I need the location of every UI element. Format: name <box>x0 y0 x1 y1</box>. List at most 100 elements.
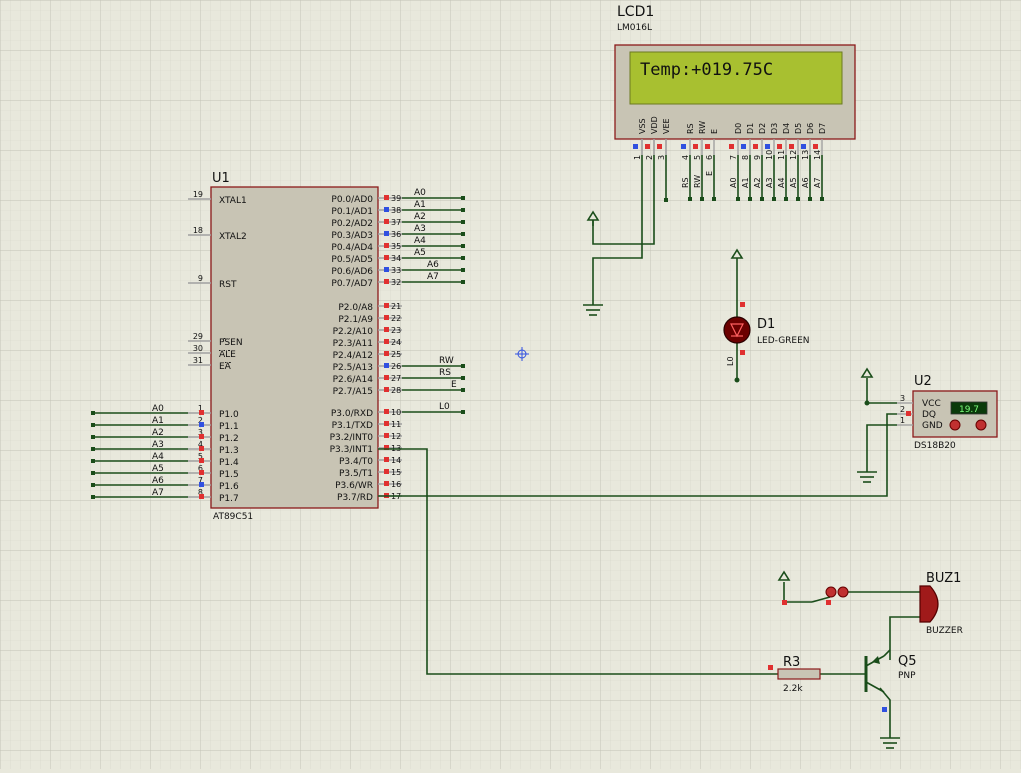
mcu-pin-number: 22 <box>391 314 401 323</box>
net-label: RW <box>693 175 702 188</box>
mcu-pin-number: 9 <box>198 274 203 283</box>
mcu-pin-name: P0.5/AD5 <box>331 255 373 265</box>
resistor-r3[interactable]: R3 2.2k <box>768 655 821 694</box>
led-ref-label: D1 <box>757 317 775 332</box>
net-label: A6 <box>152 476 164 486</box>
mcu-pin-name: P2.6/A14 <box>333 375 374 385</box>
mcu-pin-name: P3.5/T1 <box>339 469 373 479</box>
mcu-pin-name: EA <box>219 362 232 372</box>
lcd-pin-number: 7 <box>729 155 738 160</box>
p1-wire-A4: A4 <box>91 452 188 463</box>
mcu-at89c51[interactable]: U1 AT89C51 19XTAL118XTAL29RST29PSEN30ALE… <box>91 171 465 522</box>
lcd-pin-number: 4 <box>681 155 690 160</box>
lcd-pin-number: 11 <box>777 150 786 160</box>
net-label: E <box>451 380 457 390</box>
sensor-down-button[interactable] <box>949 419 961 431</box>
mcu-pin-number: 2 <box>198 416 203 425</box>
led-d1[interactable]: D1 LED-GREEN L0 <box>723 248 810 383</box>
mcu-pin-name: P0.6/AD6 <box>331 267 373 277</box>
mcu-pin-number: 12 <box>391 432 401 441</box>
mcu-pin-name: XTAL1 <box>219 196 247 206</box>
mcu-pin-name: P3.6/WR <box>335 481 373 491</box>
net-label: RS <box>681 177 690 188</box>
lcd-pin-number: 9 <box>753 155 762 160</box>
lcd-pin-name: VDD <box>650 116 659 134</box>
transistor-q5-pnp[interactable]: Q5 PNP <box>864 649 917 712</box>
switch-power-symbol <box>777 570 791 581</box>
mcu-pin-3: 3P1.2 <box>188 428 239 444</box>
sensor-pin-2: 2DQ <box>897 405 936 420</box>
sensor-reading-display <box>950 401 988 415</box>
lcd-screen <box>629 51 843 105</box>
mcu-pin-name: P2.0/A8 <box>338 303 373 313</box>
mcu-pin-name: P1.0 <box>219 410 239 420</box>
mcu-pin-name: P3.1/TXD <box>332 421 373 431</box>
mcu-pin-number: 37 <box>391 218 401 227</box>
p1-wire-A0: A0 <box>91 404 188 415</box>
lcd-pin-name: D4 <box>782 123 791 134</box>
push-switch[interactable] <box>782 586 849 605</box>
lcd-pin-name: RW <box>698 121 707 134</box>
mcu-pin-name: P2.3/A11 <box>333 339 373 349</box>
mcu-pin-5: 5P1.4 <box>188 452 239 468</box>
switch-button-a[interactable] <box>825 586 837 598</box>
mcu-pin-number: 30 <box>193 344 203 353</box>
buzzer-buz1[interactable]: BUZ1 BUZZER <box>919 571 963 636</box>
transistor-ground-symbol <box>880 737 900 749</box>
mcu-pin-number: 6 <box>198 464 203 473</box>
mcu-pin-name: PSEN <box>219 338 243 348</box>
sensor-pin-number: 1 <box>900 416 905 425</box>
mcu-pin-name: P3.3/INT1 <box>330 445 373 455</box>
lcd-vss-ground-symbol <box>583 304 603 316</box>
net-label: A2 <box>152 428 164 438</box>
sensor-ground-symbol <box>857 471 877 483</box>
resistor-ref-label: R3 <box>783 655 800 670</box>
lcd-lm016l[interactable]: LCD1 LM016L Temp:+019.75C VSS1VDD2VEE3RS… <box>614 4 856 202</box>
mcu-pin-name: XTAL2 <box>219 232 247 242</box>
sensor-pin-number: 3 <box>900 394 905 403</box>
mcu-pin-number: 19 <box>193 190 203 199</box>
mcu-pin-number: 27 <box>391 374 401 383</box>
mcu-pin-number: 7 <box>198 476 203 485</box>
net-label: A7 <box>152 488 164 498</box>
mcu-pin-name: P3.4/T0 <box>339 457 373 467</box>
mcu-pin-22: 22 P2.1/A9 <box>338 314 402 325</box>
net-label: A4 <box>777 177 786 188</box>
net-label: A5 <box>414 248 426 258</box>
sensor-pin-name: DQ <box>922 410 936 420</box>
mcu-pin-number: 15 <box>391 468 401 477</box>
mcu-pin-number: 28 <box>391 386 401 395</box>
mcu-pin-number: 16 <box>391 480 401 489</box>
switch-button-b[interactable] <box>837 586 849 598</box>
lcd-display-text: Temp:+019.75C <box>640 60 773 80</box>
lcd-pin-name: D1 <box>746 123 755 134</box>
mcu-pin-name: P2.1/A9 <box>338 315 373 325</box>
sensor-up-button[interactable] <box>975 419 987 431</box>
led-net-label: L0 <box>726 356 735 366</box>
buzzer-part-label: BUZZER <box>926 626 963 636</box>
lcd-pin-6: E6E <box>705 129 719 201</box>
mcu-pin-name: P1.2 <box>219 434 239 444</box>
lcd-pin-name: D3 <box>770 123 779 134</box>
